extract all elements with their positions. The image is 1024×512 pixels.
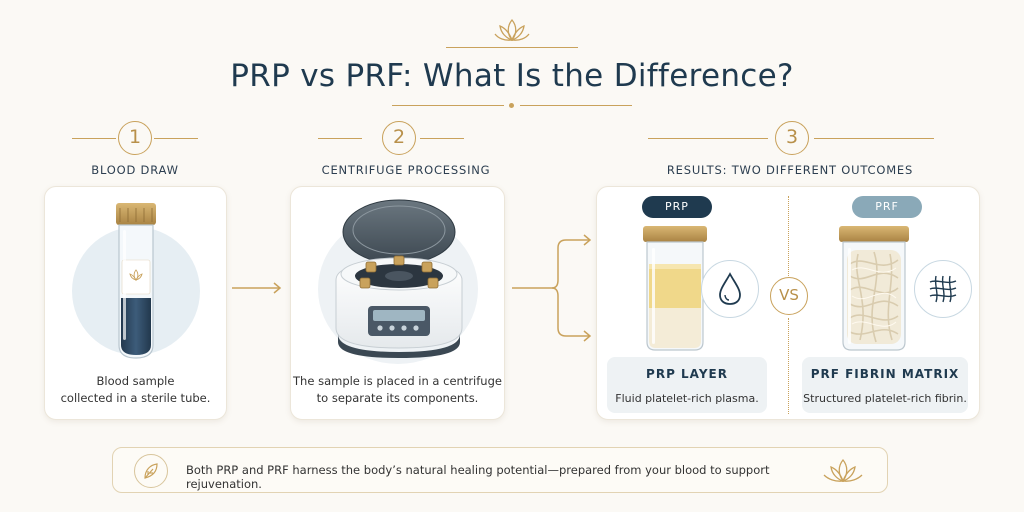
step-1-label: BLOOD DRAW xyxy=(91,163,179,177)
step-2-caption-line1: The sample is placed in a centrifuge xyxy=(293,374,502,388)
step-3-number: 3 xyxy=(775,121,809,155)
vs-badge: VS xyxy=(770,277,808,315)
footer-banner xyxy=(112,447,888,493)
header-top-divider xyxy=(446,47,578,48)
header-divider-dot xyxy=(509,103,514,108)
droplet-icon-circle xyxy=(701,260,759,318)
vs-divider-top xyxy=(788,196,789,276)
prf-pill: PRF xyxy=(852,196,922,218)
prp-result-title: PRP LAYER xyxy=(646,367,728,381)
lotus-icon xyxy=(494,18,530,42)
lotus-icon-footer xyxy=(823,458,863,483)
step-2-line-right xyxy=(420,138,464,139)
droplet-icon xyxy=(719,272,741,305)
prp-result-desc: Fluid platelet-rich plasma. xyxy=(615,392,759,405)
leaf-icon xyxy=(144,463,158,479)
step-2-line-left xyxy=(318,138,362,139)
page-title: PRP vs PRF: What Is the Difference? xyxy=(230,58,794,94)
step-3-label: RESULTS: TWO DIFFERENT OUTCOMES xyxy=(666,163,914,177)
step-1-caption-line1: Blood sample xyxy=(96,374,175,388)
step-1-line-left xyxy=(72,138,116,139)
prp-result-box xyxy=(607,357,767,413)
step-2-label: CENTRIFUGE PROCESSING xyxy=(321,163,491,177)
prp-pill: PRP xyxy=(642,196,712,218)
step-1-line-right xyxy=(154,138,198,139)
prp-jar-illustration xyxy=(643,226,707,351)
step-2-caption-line2: to separate its components. xyxy=(316,391,479,405)
prf-result-desc: Structured platelet-rich fibrin. xyxy=(803,392,967,405)
step-3-line-left xyxy=(648,138,768,139)
step-3-line-right xyxy=(814,138,934,139)
branch-arrow-icon xyxy=(512,234,592,342)
prf-result-box xyxy=(802,357,968,413)
centrifuge-illustration xyxy=(335,199,463,358)
header-bottom-divider-right xyxy=(520,105,632,106)
leaf-icon-circle xyxy=(134,454,168,488)
blood-tube-illustration xyxy=(116,203,156,359)
footer-text: Both PRP and PRF harness the body’s natu… xyxy=(186,463,770,491)
header-bottom-divider-left xyxy=(392,105,504,106)
arrow-right-icon xyxy=(232,282,282,294)
prf-result-title: PRF FIBRIN MATRIX xyxy=(810,367,960,381)
step-2-number: 2 xyxy=(382,121,416,155)
step-1-caption-line2: collected in a sterile tube. xyxy=(60,391,211,405)
step-1-number: 1 xyxy=(118,121,152,155)
vs-divider-bottom xyxy=(788,318,789,414)
prf-jar-illustration xyxy=(839,226,909,351)
mesh-icon xyxy=(929,275,957,303)
